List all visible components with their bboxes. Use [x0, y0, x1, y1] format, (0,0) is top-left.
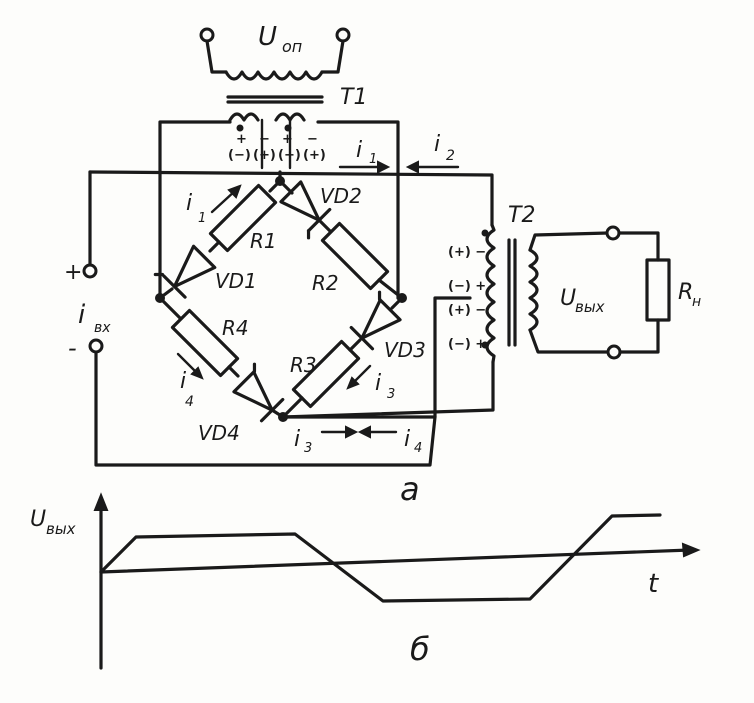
waveform-x-arrowhead	[681, 542, 701, 558]
vd4-label: VD4	[198, 421, 240, 445]
vd1-label: VD1	[215, 269, 257, 293]
input-terminal-plus	[82, 263, 98, 279]
output-terminal-bottom	[606, 344, 622, 360]
supply-label-sub: оп	[282, 37, 302, 56]
circuit-caption: a	[400, 470, 420, 508]
t1-secondary-coils	[228, 112, 306, 132]
current-i4-label: i	[404, 427, 410, 452]
current-i3-branch-label: i	[375, 371, 381, 396]
waveform-y-arrowhead	[93, 492, 109, 511]
input-current-sub: вх	[94, 320, 111, 336]
input-current-label: i	[78, 300, 86, 330]
current-i4-branch-label: i	[180, 369, 186, 394]
t1-primary-coil	[224, 70, 324, 81]
current-i4-arrowhead	[357, 425, 371, 439]
wire-load-top	[617, 231, 660, 262]
output-voltage-label: U	[560, 286, 576, 311]
branch-vd2-r2	[278, 179, 404, 300]
t2-primary-coil	[481, 223, 496, 364]
supply-terminal-left	[199, 27, 215, 43]
t1-pol-b-1: (+)	[253, 148, 276, 163]
current-i1-sub: 1	[369, 152, 377, 167]
load-sub: н	[692, 294, 701, 310]
branch-r1-vd1	[153, 179, 282, 300]
t2-pol-4: (−) +	[448, 337, 486, 352]
current-i1-branch-label: i	[186, 191, 192, 216]
current-i1-branch-sub: 1	[198, 211, 206, 226]
wire-top-bus	[88, 170, 494, 227]
current-i3-arrowhead	[345, 425, 359, 439]
wire-input-minus	[94, 350, 437, 467]
t2-label: T2	[508, 203, 535, 228]
t2-secondary-coil	[528, 231, 610, 354]
t1-pol-plus-1: +	[236, 132, 247, 147]
r1-label: R1	[250, 229, 277, 253]
current-i4-sub: 4	[414, 441, 422, 456]
branch-vd3-r3	[281, 290, 404, 419]
resistor-load	[645, 258, 671, 322]
waveform-x-axis	[99, 548, 692, 574]
vd2-label: VD2	[320, 184, 362, 208]
wire-bottom-node-t2	[281, 296, 472, 419]
waveform-ylabel: U	[30, 507, 46, 532]
supply-terminal-right	[335, 27, 351, 43]
branch-r4-vd4	[158, 296, 285, 423]
current-i1-arrowhead	[377, 160, 391, 174]
t2-pol-3: (+) −	[448, 303, 486, 318]
waveform-plot	[93, 492, 701, 670]
wire-t2-lower	[281, 360, 495, 419]
vd3-label: VD3	[384, 338, 426, 362]
output-voltage-sub: вых	[575, 298, 605, 316]
waveform-xlabel: t	[648, 569, 659, 599]
current-i4-branch-sub: 4	[185, 394, 194, 410]
diode-vd1	[153, 244, 217, 299]
waveform-caption: б	[410, 630, 430, 668]
t1-pol-a-1: (−)	[228, 148, 251, 163]
current-i4-branch-arrowhead	[190, 366, 204, 380]
waveform-ylabel-sub: вых	[46, 520, 76, 538]
r2-label: R2	[312, 271, 339, 295]
t1-pol-minus-2: −	[307, 132, 318, 147]
current-i1-label: i	[356, 138, 362, 163]
diode-vd3	[349, 290, 402, 351]
input-minus-sign: -	[68, 334, 77, 362]
supply-terminals	[199, 27, 351, 74]
current-i3-branch-sub: 3	[387, 387, 395, 402]
current-i2-label: i	[434, 132, 440, 157]
current-i3-sub: 3	[304, 441, 312, 456]
waveform-trace	[99, 513, 662, 603]
t1-pol-plus-2: +	[282, 132, 293, 147]
t1-pol-minus-1: −	[259, 132, 270, 147]
current-i2-arrowhead	[405, 160, 419, 174]
input-plus-sign: +	[64, 260, 82, 285]
supply-label: U	[258, 22, 277, 52]
current-i3-branch-arrowhead	[346, 376, 360, 390]
t1-pol-b-2: (+)	[303, 148, 326, 163]
load-label: R	[678, 280, 693, 305]
current-i2-sub: 2	[446, 148, 455, 164]
r4-label: R4	[222, 316, 249, 340]
t2-pol-1: (+) −	[448, 245, 486, 260]
wire-t1-right	[316, 120, 400, 300]
t1-label: T1	[340, 85, 367, 110]
output-terminal-top	[605, 225, 621, 241]
wire-load-bottom	[618, 318, 660, 354]
input-terminal-minus	[88, 338, 104, 354]
wire-t1-left	[158, 120, 232, 300]
current-i1-branch-arrowhead	[227, 184, 242, 199]
current-i3-label: i	[294, 427, 300, 452]
t2-pol-2: (−) +	[448, 279, 486, 294]
r3-label: R3	[290, 353, 317, 377]
